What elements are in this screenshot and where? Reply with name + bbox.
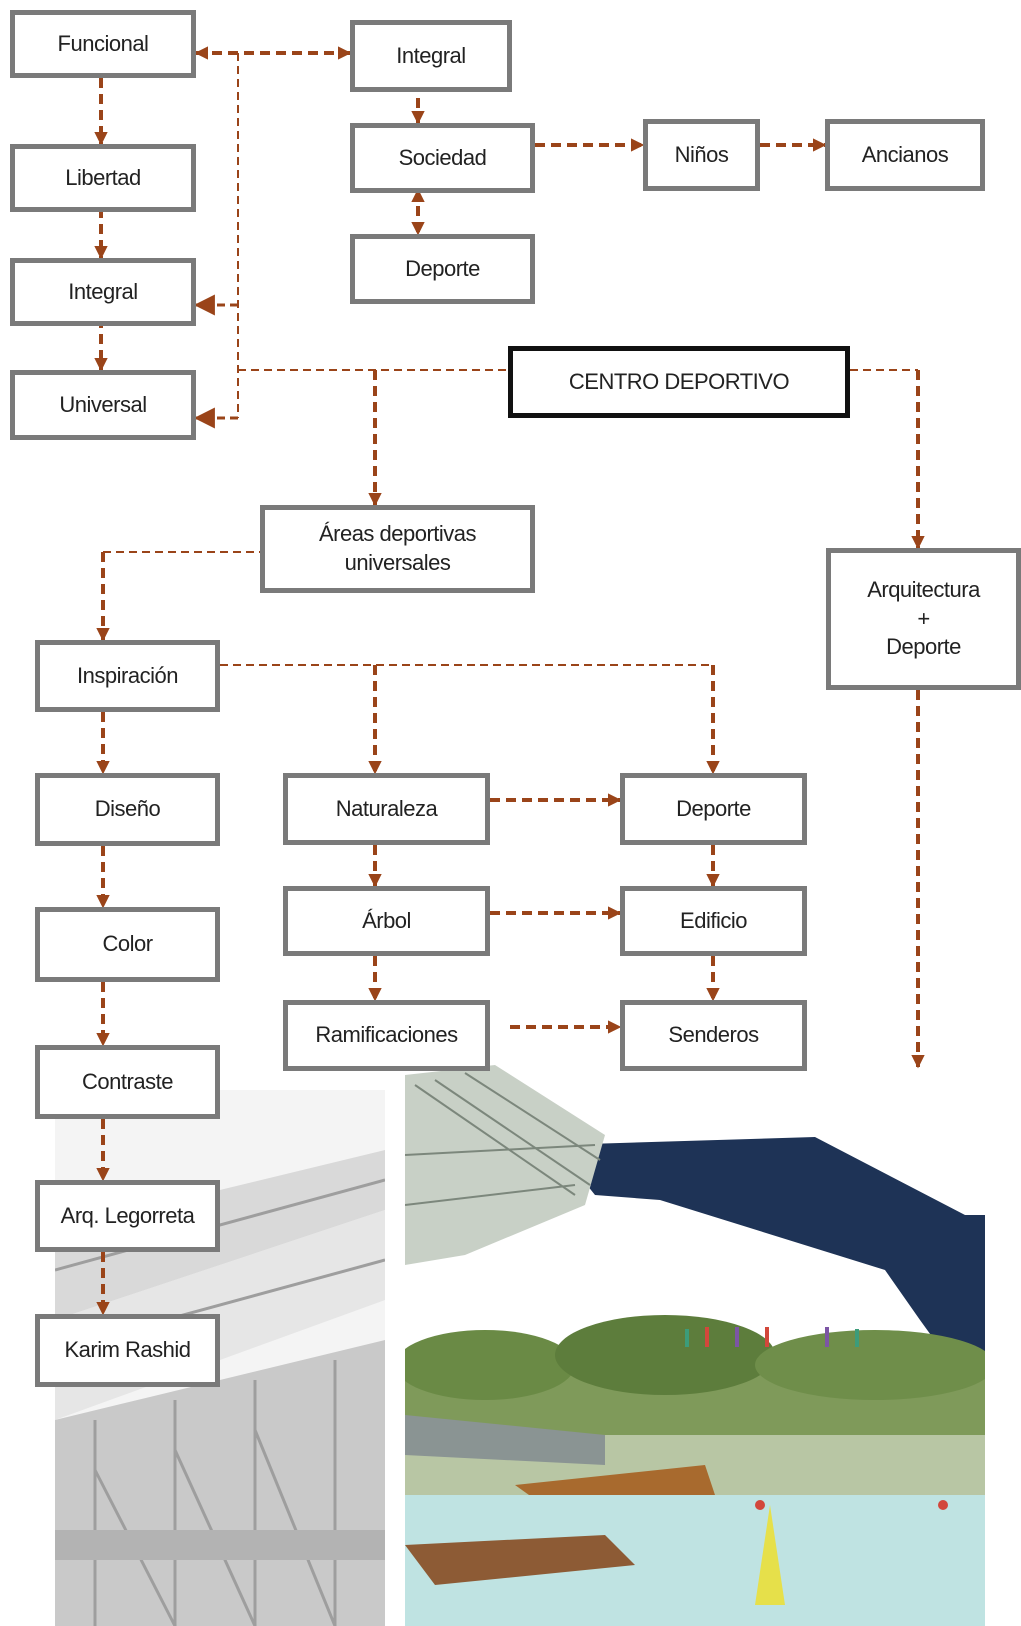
node-contraste: Contraste [35,1045,220,1119]
node-deporte-top: Deporte [350,234,535,304]
node-centro-deportivo-label: CENTRO DEPORTIVO [568,368,790,394]
node-color: Color [35,907,220,982]
node-universal-label: Universal [59,391,147,417]
node-deporte-top-label: Deporte [405,255,480,281]
node-sociedad-label: Sociedad [398,144,487,170]
node-rashid-label: Karim Rashid [64,1337,191,1363]
node-deporte-mid: Deporte [620,773,807,845]
node-inspiracion: Inspiración [35,640,220,712]
node-arbol-label: Árbol [362,907,411,933]
node-rashid: Karim Rashid [35,1314,220,1387]
node-arquitectura-label: Arquitectura + Deporte [867,577,980,660]
node-naturaleza: Naturaleza [283,773,490,845]
node-legorreta: Arq. Legorreta [35,1180,220,1252]
node-libertad: Libertad [10,144,196,212]
node-contraste-label: Contraste [82,1068,173,1094]
node-funcional-label: Funcional [57,30,149,56]
node-senderos: Senderos [620,1000,807,1071]
node-integral-top-label: Integral [396,42,466,68]
node-senderos-label: Senderos [668,1022,759,1048]
node-ninos-label: Niños [674,141,729,167]
node-ancianos: Ancianos [825,119,985,191]
node-integral-left-label: Integral [68,278,138,304]
node-universal: Universal [10,370,196,440]
node-diseno: Diseño [35,773,220,846]
node-centro-deportivo: CENTRO DEPORTIVO [508,346,850,418]
node-legorreta-label: Arq. Legorreta [60,1202,195,1228]
node-arbol: Árbol [283,886,490,956]
node-integral-top: Integral [350,20,512,92]
node-areas-label: Áreas deportivas universales [318,521,477,575]
node-edificio-label: Edificio [680,907,747,933]
node-diseno-label: Diseño [94,796,161,822]
node-edificio: Edificio [620,886,807,956]
node-integral-left: Integral [10,258,196,326]
node-ramificaciones: Ramificaciones [283,1000,490,1071]
node-ninos: Niños [643,119,760,191]
node-color-label: Color [102,931,153,957]
node-naturaleza-label: Naturaleza [335,795,438,821]
node-arquitectura: Arquitectura + Deporte [826,548,1021,690]
stadium-sketch-image [55,1090,385,1626]
node-ramificaciones-label: Ramificaciones [315,1022,458,1048]
node-sociedad: Sociedad [350,123,535,193]
node-funcional: Funcional [10,10,196,78]
node-areas: Áreas deportivas universales [260,505,535,593]
node-libertad-label: Libertad [65,164,141,190]
node-inspiracion-label: Inspiración [77,662,178,688]
node-ancianos-label: Ancianos [861,141,949,167]
sports-center-render-image [405,1065,985,1626]
node-deporte-mid-label: Deporte [676,795,751,821]
